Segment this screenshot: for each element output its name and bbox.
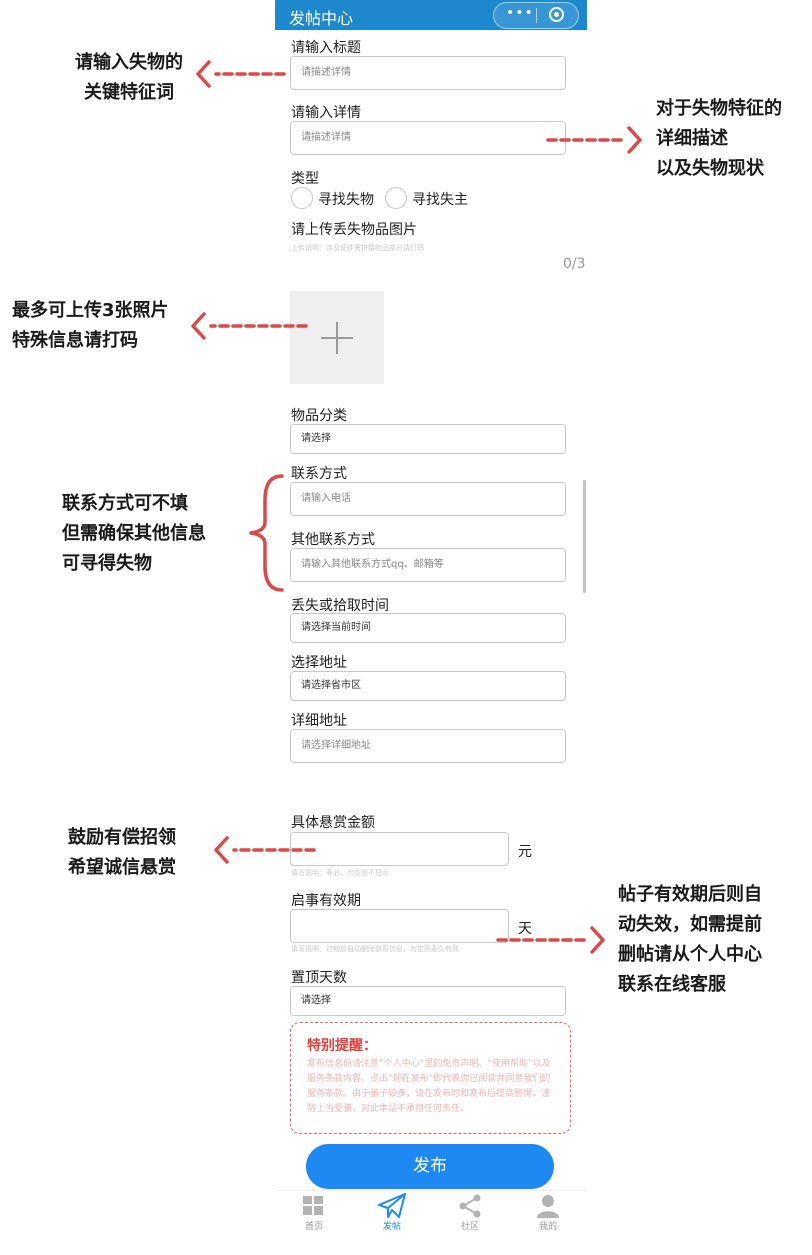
- arrow-detail-head: [627, 126, 642, 154]
- reward-input[interactable]: [290, 832, 509, 866]
- detail-label: 请输入详情: [291, 105, 361, 121]
- category-select[interactable]: 请选择: [290, 424, 566, 454]
- photo-hint: 上传说明：涉及证件需拼接物品部分请打码: [291, 244, 424, 252]
- annotation-line: 详细描述: [656, 128, 728, 149]
- annotation-line: 帖子有效期后则自: [618, 884, 762, 905]
- radio-find-lost-item-label: 寻找失物: [318, 192, 374, 208]
- annotation-line: 联系在线客服: [618, 974, 726, 995]
- reward-label: 具体悬赏金额: [291, 815, 375, 831]
- detail-input[interactable]: 请描述详情: [290, 121, 566, 155]
- page-title: 发帖中心: [289, 9, 354, 28]
- more-icon[interactable]: •••: [506, 5, 534, 21]
- annotation-detail: 对于失物特征的 详细描述 以及失物现状: [656, 94, 782, 184]
- annotation-line: 以及失物现状: [656, 158, 764, 179]
- add-photo-button[interactable]: [290, 291, 384, 384]
- annotation-line: 对于失物特征的: [656, 98, 782, 119]
- annotation-line: 关键特征词: [84, 82, 174, 103]
- tab-community[interactable]: 社区: [431, 1191, 509, 1255]
- annotation-line: 特殊信息请打码: [12, 330, 138, 351]
- capsule-divider: [536, 8, 537, 23]
- notice-body: 发布信息前请注意“个人中心”里的免责声明、“使用帮助”以及服务条款内容。点击“现…: [307, 1059, 551, 1114]
- time-picker[interactable]: 请选择当前时间: [290, 613, 566, 643]
- grid-icon: [303, 1196, 323, 1215]
- annotation-line: 但需确保其他信息: [62, 523, 206, 544]
- radio-find-owner[interactable]: [385, 187, 407, 209]
- address-label: 详细地址: [291, 713, 347, 729]
- share-icon: [459, 1194, 481, 1218]
- annotation-line: 请输入失物的: [75, 52, 183, 73]
- region-picker[interactable]: 请选择省市区: [290, 671, 566, 701]
- contact-input[interactable]: 请输入电话: [290, 482, 566, 516]
- annotation-line: 可寻得失物: [62, 553, 152, 574]
- tab-community-label: 社区: [460, 1222, 479, 1232]
- annotation-contact: 联系方式可不填 但需确保其他信息 可寻得失物: [62, 489, 206, 579]
- annotation-validity: 帖子有效期后则自 动失效，如需提前 删帖请从个人中心 联系在线客服: [618, 880, 762, 1000]
- scrollbar[interactable]: [583, 480, 586, 593]
- arrow-validity-head: [590, 926, 605, 954]
- notice-title: 特别提醒：: [307, 1038, 377, 1054]
- other-contact-label: 其他联系方式: [291, 532, 375, 548]
- photo-label: 请上传丢失物品图片: [291, 222, 417, 238]
- title-input[interactable]: 请描述详情: [290, 56, 566, 90]
- time-label: 丢失或拾取时间: [291, 598, 389, 614]
- top-days-select[interactable]: 请选择: [290, 986, 566, 1016]
- reward-hint: 填写说明：非必、为空则不显示: [291, 869, 389, 877]
- annotation-line: 动失效，如需提前: [618, 914, 762, 935]
- annotation-line: 希望诚信悬赏: [68, 857, 176, 878]
- tab-home-label: 首页: [304, 1222, 323, 1232]
- arrow-photo-head: [191, 312, 206, 340]
- other-contact-input[interactable]: 请输入其他联系方式qq、邮箱等: [290, 548, 566, 582]
- mini-program-capsule: •••: [493, 2, 579, 29]
- tab-home[interactable]: 首页: [275, 1191, 353, 1255]
- annotation-title: 请输入失物的 关键特征词: [64, 48, 194, 108]
- special-notice-box: 特别提醒： 发布信息前请注意“个人中心”里的免责声明、“使用帮助”以及服务条款内…: [290, 1022, 571, 1134]
- contact-label: 联系方式: [291, 466, 347, 482]
- annotation-reward: 鼓励有偿招领 希望诚信悬赏: [68, 823, 176, 883]
- region-label: 选择地址: [291, 655, 347, 671]
- paper-plane-icon: [378, 1193, 406, 1218]
- plus-icon-vertical: [336, 322, 338, 354]
- validity-unit: 天: [518, 921, 532, 937]
- validity-hint: 填写说明：过期后自动删除联系信息，为空则永久有效: [291, 945, 459, 953]
- radio-find-owner-label: 寻找失主: [412, 192, 468, 208]
- contact-brace: [249, 474, 284, 592]
- title-bar: 发帖中心 •••: [275, 0, 587, 30]
- publish-button[interactable]: 发布: [306, 1144, 554, 1189]
- title-label: 请输入标题: [291, 40, 361, 56]
- radio-find-lost-item[interactable]: [291, 187, 313, 209]
- address-input[interactable]: 请选择详细地址: [290, 729, 566, 763]
- validity-input[interactable]: [290, 909, 509, 943]
- close-target-icon[interactable]: [549, 7, 564, 22]
- arrow-title-head: [196, 60, 211, 88]
- annotation-photo: 最多可上传3张照片 特殊信息请打码: [12, 296, 169, 356]
- photo-counter: 0/3: [563, 256, 586, 272]
- arrow-reward-head: [214, 836, 229, 864]
- validity-label: 启事有效期: [291, 893, 361, 909]
- annotation-line: 删帖请从个人中心: [618, 944, 762, 965]
- tab-post[interactable]: 发帖: [353, 1191, 431, 1255]
- reward-unit: 元: [518, 844, 532, 860]
- type-label: 类型: [291, 171, 319, 187]
- tab-mine-label: 我的: [538, 1222, 557, 1232]
- category-label: 物品分类: [291, 408, 347, 424]
- tab-mine[interactable]: 我的: [509, 1191, 587, 1255]
- tab-bar: 首页 发帖 社区 我的: [275, 1190, 587, 1255]
- annotation-line: 最多可上传3张照片: [12, 300, 169, 321]
- annotation-line: 鼓励有偿招领: [68, 827, 176, 848]
- top-days-label: 置顶天数: [291, 970, 347, 986]
- user-icon: [537, 1195, 559, 1218]
- annotation-line: 联系方式可不填: [62, 493, 188, 514]
- tab-post-label: 发帖: [382, 1222, 401, 1232]
